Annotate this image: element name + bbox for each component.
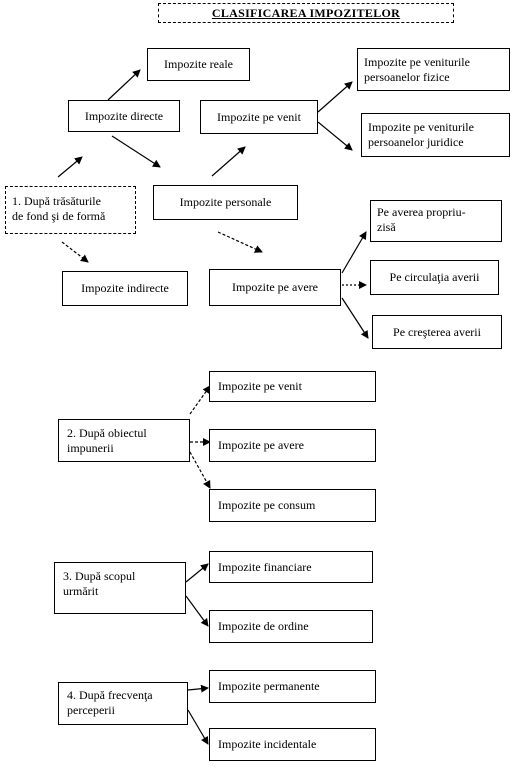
arrow-frecventa-to-permanente xyxy=(187,684,209,693)
criterion-2-line-1: 2. După obiectul xyxy=(67,426,147,440)
arrow-avere-to-crestere xyxy=(341,297,369,339)
criterion-4-line-2: perceperii xyxy=(67,703,115,717)
box-impozite-pe-venit-1: Impozite pe venit xyxy=(200,100,318,134)
arrow-avere-to-propriu xyxy=(341,231,367,274)
arrow-frecventa-to-incidentale xyxy=(187,709,209,745)
label-averea-propriu-1: Pe averea propriu- xyxy=(377,205,466,219)
label-impozite-pe-venit-2: Impozite pe venit xyxy=(218,379,302,393)
label-impozite-pe-avere-1: Impozite pe avere xyxy=(232,280,318,294)
label-venit-fizice-1: Impozite pe veniturile xyxy=(364,55,470,69)
page-title: CLASIFICAREA IMPOZITELOR xyxy=(158,3,454,23)
criterion-1-line-1: 1. După trăsăturile xyxy=(12,194,101,208)
criterion-box-1: 1. După trăsăturile de fond şi de formă xyxy=(5,186,136,234)
box-impozite-personale: Impozite personale xyxy=(153,185,298,220)
box-impozite-pe-venit-2: Impozite pe venit xyxy=(209,371,376,402)
criterion-2-line-2: impunerii xyxy=(67,441,114,455)
box-impozite-incidentale: Impozite incidentale xyxy=(209,728,376,761)
label-impozite-pe-avere-2: Impozite pe avere xyxy=(218,438,304,452)
box-impozite-de-ordine: Impozite de ordine xyxy=(209,610,373,643)
label-circulatia-averii: Pe circulaţia averii xyxy=(389,270,480,284)
label-venit-fizice-2: persoanelor fizice xyxy=(364,70,450,84)
label-impozite-incidentale: Impozite incidentale xyxy=(218,737,317,751)
arrow-obiect-to-venit xyxy=(189,385,211,415)
box-impozite-pe-avere-1: Impozite pe avere xyxy=(209,269,341,306)
criterion-1-line-2: de fond şi de formă xyxy=(12,209,106,223)
label-impozite-reale: Impozite reale xyxy=(164,57,233,71)
criterion-box-3: 3. După scopul urmărit xyxy=(54,562,186,614)
box-circulatia-averii: Pe circulaţia averii xyxy=(370,260,499,295)
arrow-directe-to-personale xyxy=(111,135,161,168)
arrow-personale-to-avere xyxy=(217,231,263,253)
label-impozite-permanente: Impozite permanente xyxy=(218,679,320,693)
label-venit-juridice-2: persoanelor juridice xyxy=(368,135,464,149)
box-venit-persoane-juridice: Impozite pe veniturile persoanelor jurid… xyxy=(361,113,510,157)
box-impozite-indirecte: Impozite indirecte xyxy=(62,271,188,306)
box-impozite-pe-avere-2: Impozite pe avere xyxy=(209,429,376,462)
label-impozite-pe-consum: Impozite pe consum xyxy=(218,498,316,512)
arrow-venit-to-fizice xyxy=(317,81,353,113)
criterion-box-2: 2. După obiectul impunerii xyxy=(58,419,190,462)
criterion-3-line-1: 3. După scopul xyxy=(63,569,136,583)
arrow-criterion-to-indirecte xyxy=(61,241,89,263)
arrow-scop-to-ordine xyxy=(185,595,209,627)
label-averea-propriu-2: zisă xyxy=(377,220,396,234)
arrow-criterion-to-directe xyxy=(57,156,83,178)
criterion-4-line-1: 4. După frecvenţa xyxy=(67,688,153,702)
box-impozite-pe-consum: Impozite pe consum xyxy=(209,489,376,522)
arrow-venit-to-juridice xyxy=(317,121,353,151)
arrow-directe-to-reale xyxy=(107,69,141,101)
arrow-scop-to-financiare xyxy=(185,563,209,583)
page-title-text: CLASIFICAREA IMPOZITELOR xyxy=(211,5,401,20)
arrow-personale-to-venit xyxy=(211,146,246,177)
box-averea-propriu-zisa: Pe averea propriu- zisă xyxy=(370,200,502,242)
label-venit-juridice-1: Impozite pe veniturile xyxy=(368,120,474,134)
label-impozite-financiare: Impozite financiare xyxy=(218,559,312,574)
label-impozite-indirecte: Impozite indirecte xyxy=(81,281,169,295)
label-impozite-directe: Impozite directe xyxy=(84,108,164,123)
label-impozite-pe-venit-1: Impozite pe venit xyxy=(217,109,301,124)
box-impozite-permanente: Impozite permanente xyxy=(209,670,376,703)
label-cresterea-averii: Pe creşterea averii xyxy=(393,324,481,339)
label-impozite-de-ordine: Impozite de ordine xyxy=(218,619,309,633)
box-impozite-financiare: Impozite financiare xyxy=(209,551,373,583)
box-cresterea-averii: Pe creşterea averii xyxy=(372,315,502,349)
box-impozite-directe: Impozite directe xyxy=(68,100,180,132)
box-venit-persoane-fizice: Impozite pe veniturile persoanelor fizic… xyxy=(357,48,510,91)
arrow-obiect-to-consum xyxy=(189,451,211,489)
box-impozite-reale: Impozite reale xyxy=(147,48,250,81)
criterion-box-4: 4. După frecvenţa perceperii xyxy=(58,682,188,725)
label-impozite-personale: Impozite personale xyxy=(179,195,272,209)
criterion-3-line-2: urmărit xyxy=(63,584,99,598)
